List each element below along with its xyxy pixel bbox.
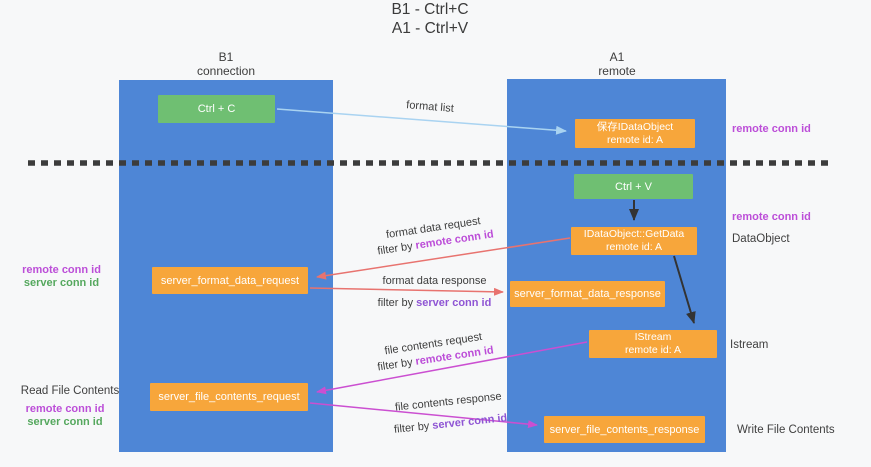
write-file-contents-annotation: Write File Contents xyxy=(737,424,835,436)
server-format-data-request-label: server_format_data_request xyxy=(160,274,300,287)
server-format-data-response-label: server_format_data_response xyxy=(514,288,661,300)
idataobject-getdata-box: IDataObject::GetData remote id: A xyxy=(571,227,697,255)
save-idataobject-line2: remote id: A xyxy=(606,133,664,146)
server-file-contents-request-label: server_file_contents_request xyxy=(158,391,300,403)
left-column-name: B1 xyxy=(218,50,234,64)
istream-line1: IStream xyxy=(634,331,672,343)
save-idataobject-line1: 保存IDataObject xyxy=(596,120,674,133)
idataobject-getdata-line1: IDataObject::GetData xyxy=(583,228,685,240)
remote-conn-id-annotation-mid-right: remote conn id xyxy=(732,211,811,223)
read-file-contents-annotation: Read File Contents xyxy=(20,385,120,397)
save-idataobject-box: 保存IDataObject remote id: A xyxy=(575,119,695,148)
server-conn-id-text: server conn id xyxy=(431,412,508,432)
server-file-contents-response-label: server_file_contents_response xyxy=(549,423,700,436)
remote-conn-id-annotation-left: remote conn id xyxy=(22,264,101,276)
title-line-2: A1 - Ctrl+V xyxy=(391,20,469,37)
format-list-label: format list xyxy=(405,99,455,115)
left-column-role: connection xyxy=(196,64,256,78)
ctrl-c-label: Ctrl + C xyxy=(197,103,236,115)
server-file-contents-response-box: server_file_contents_response xyxy=(544,416,705,443)
remote-conn-id-annotation-top-right: remote conn id xyxy=(732,123,811,135)
filter-by-text: filter by xyxy=(393,420,430,436)
conn-id-annotation-left-bottom: remote conn id server conn id xyxy=(15,403,115,429)
right-column-header: A1 remote xyxy=(537,50,697,78)
istream-box: IStream remote id: A xyxy=(589,330,717,358)
server-conn-id-annotation-left: server conn id xyxy=(23,277,100,289)
istream-line2: remote id: A xyxy=(624,344,682,356)
conn-id-annotation-left-mid: remote conn id server conn id xyxy=(14,264,109,290)
dataobject-annotation: DataObject xyxy=(732,233,790,245)
filter-by-text: filter by xyxy=(376,240,414,258)
remote-conn-id-annotation-left-bottom: remote conn id xyxy=(25,403,105,415)
server-format-data-request-box: server_format_data_request xyxy=(152,267,308,294)
ctrl-v-box: Ctrl + V xyxy=(574,174,693,199)
filter-by-text: filter by xyxy=(377,297,414,309)
server-file-contents-request-box: server_file_contents_request xyxy=(150,383,308,411)
ctrl-c-box: Ctrl + C xyxy=(158,95,275,123)
format-data-response-label: format data response xyxy=(382,275,487,287)
title-line-1: B1 - Ctrl+C xyxy=(391,1,469,18)
istream-annotation: Istream xyxy=(730,339,769,351)
server-conn-id-text: server conn id xyxy=(416,297,492,309)
diagram-title: B1 - Ctrl+C A1 - Ctrl+V xyxy=(0,0,860,38)
right-column-role: remote xyxy=(598,64,636,78)
left-column-header: B1 connection xyxy=(146,50,306,78)
filter-by-text: filter by xyxy=(376,356,414,374)
ctrl-v-label: Ctrl + V xyxy=(615,180,652,193)
server-conn-id-annotation-left-bottom: server conn id xyxy=(27,416,103,428)
right-column-name: A1 xyxy=(609,50,625,64)
idataobject-getdata-line2: remote id: A xyxy=(605,241,663,253)
server-format-data-response-box: server_format_data_response xyxy=(510,281,665,307)
